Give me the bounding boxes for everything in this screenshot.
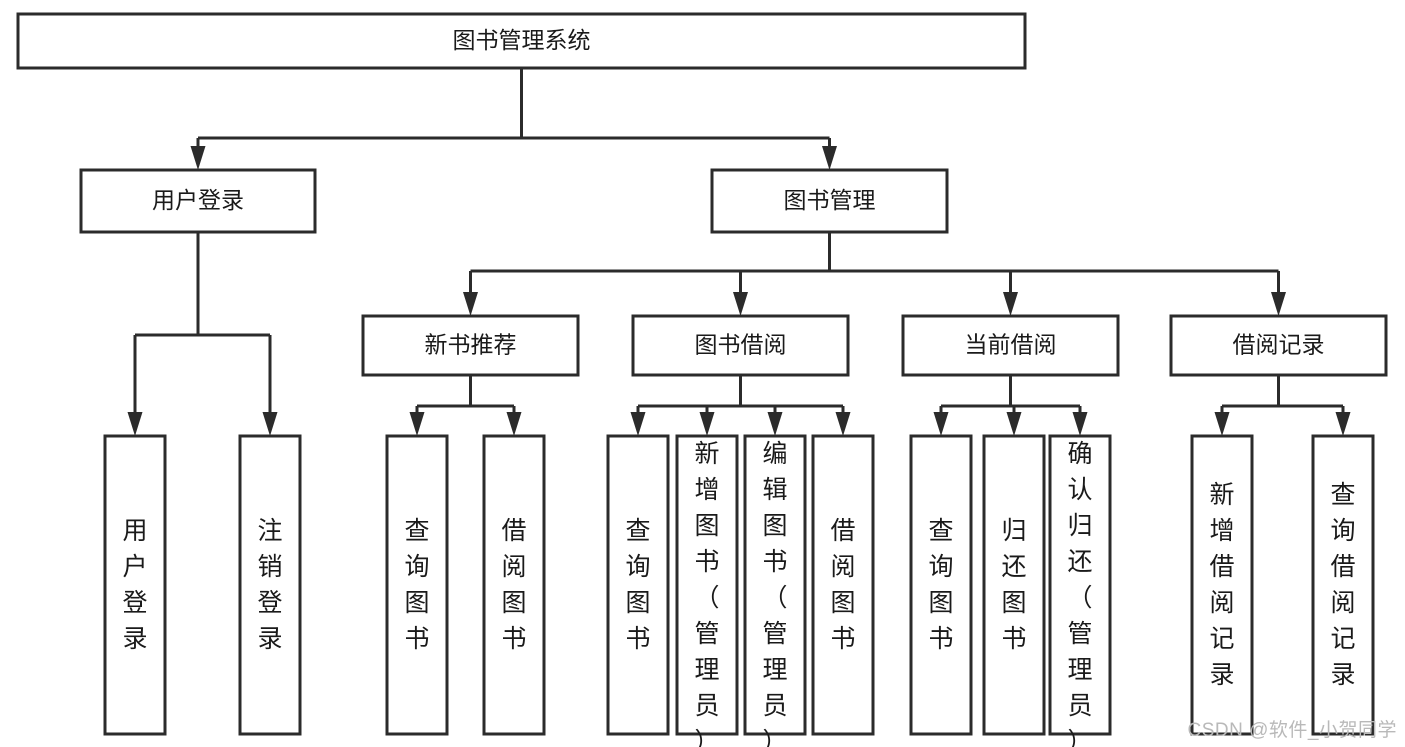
arrow-head-icon [933, 412, 949, 436]
arrow-head-icon [127, 412, 143, 436]
node-label: 借阅记录 [1233, 332, 1325, 358]
node-box [238, 434, 302, 736]
node-label: 查询借阅记录 [1330, 481, 1355, 689]
node-box [361, 314, 580, 377]
node-label: 归还图书 [1001, 517, 1026, 653]
node-l3[interactable]: 查询图书 [385, 434, 449, 736]
node-box [103, 434, 167, 736]
node-label: 确认归还（管理员） [1067, 440, 1092, 747]
node-label: 新书推荐 [425, 332, 517, 358]
node-login[interactable]: 用户登录 [79, 168, 317, 234]
node-box [982, 434, 1046, 736]
node-label: 新增图书（管理员） [694, 440, 719, 747]
node-l7[interactable]: 编辑图书（管理员） [743, 434, 807, 747]
node-box [909, 434, 973, 736]
node-box [710, 168, 949, 234]
node-l9[interactable]: 查询图书 [909, 434, 973, 736]
node-l6[interactable]: 新增图书（管理员） [675, 434, 739, 747]
node-label: 借阅图书 [830, 517, 855, 653]
node-box [631, 314, 850, 377]
node-box [482, 434, 546, 736]
node-box [385, 434, 449, 736]
node-l8[interactable]: 借阅图书 [811, 434, 875, 736]
node-label: 图书管理系统 [453, 27, 591, 53]
node-label: 新增借阅记录 [1209, 481, 1234, 689]
node-l10[interactable]: 归还图书 [982, 434, 1046, 736]
node-box [1048, 434, 1112, 736]
connector-group [933, 375, 1088, 436]
node-box [743, 434, 807, 736]
connector-group [127, 232, 278, 436]
node-label: 图书管理 [784, 187, 876, 213]
arrow-head-icon [463, 292, 478, 316]
node-box [606, 434, 670, 736]
node-root[interactable]: 图书管理系统 [16, 12, 1027, 70]
arrow-head-icon [1271, 292, 1286, 316]
connector-group [630, 375, 851, 436]
node-newbook[interactable]: 新书推荐 [361, 314, 580, 377]
arrow-head-icon [733, 292, 748, 316]
node-box [901, 314, 1120, 377]
node-box [675, 434, 739, 736]
arrow-head-icon [822, 146, 837, 170]
node-l12[interactable]: 新增借阅记录 [1190, 434, 1254, 736]
node-l5[interactable]: 查询图书 [606, 434, 670, 736]
node-label: 用户登录 [152, 187, 244, 213]
node-label: 当前借阅 [965, 332, 1057, 358]
node-l2[interactable]: 注销登录 [238, 434, 302, 736]
node-label: 注销登录 [257, 517, 282, 653]
node-records[interactable]: 借阅记录 [1169, 314, 1388, 377]
node-bookmgmt[interactable]: 图书管理 [710, 168, 949, 234]
arrow-head-icon [767, 412, 783, 436]
node-label: 查询图书 [928, 517, 953, 653]
node-box [16, 12, 1027, 70]
arrow-head-icon [190, 146, 206, 170]
arrow-head-icon [699, 412, 715, 436]
node-box [1169, 314, 1388, 377]
node-l4[interactable]: 借阅图书 [482, 434, 546, 736]
connector-group [190, 68, 837, 170]
connector-group [463, 232, 1286, 316]
arrow-head-icon [630, 412, 646, 436]
node-label: 借阅图书 [501, 517, 526, 653]
arrow-head-icon [1335, 412, 1351, 436]
arrow-head-icon [409, 412, 425, 436]
node-box [811, 434, 875, 736]
node-l11[interactable]: 确认归还（管理员） [1048, 434, 1112, 747]
arrow-head-icon [1006, 412, 1022, 436]
node-box [79, 168, 317, 234]
node-l13[interactable]: 查询借阅记录 [1311, 434, 1375, 736]
connector-group [1214, 375, 1351, 436]
node-label: 用户登录 [122, 517, 147, 653]
arrow-head-icon [1003, 292, 1018, 316]
connector-layer [127, 68, 1351, 436]
arrow-head-icon [262, 412, 278, 436]
arrow-head-icon [835, 412, 851, 436]
node-label: 查询图书 [404, 517, 429, 653]
node-box [1311, 434, 1375, 736]
connector-group [409, 375, 522, 436]
node-current[interactable]: 当前借阅 [901, 314, 1120, 377]
node-box [1190, 434, 1254, 736]
arrow-head-icon [506, 412, 522, 436]
node-label: 编辑图书（管理员） [762, 440, 787, 747]
node-layer: 图书管理系统用户登录图书管理新书推荐图书借阅当前借阅借阅记录用户登录注销登录查询… [16, 12, 1388, 747]
node-label: 查询图书 [625, 517, 650, 653]
node-label: 图书借阅 [695, 332, 787, 358]
arrow-head-icon [1214, 412, 1230, 436]
node-borrow[interactable]: 图书借阅 [631, 314, 850, 377]
node-l1[interactable]: 用户登录 [103, 434, 167, 736]
arrow-head-icon [1072, 412, 1088, 436]
